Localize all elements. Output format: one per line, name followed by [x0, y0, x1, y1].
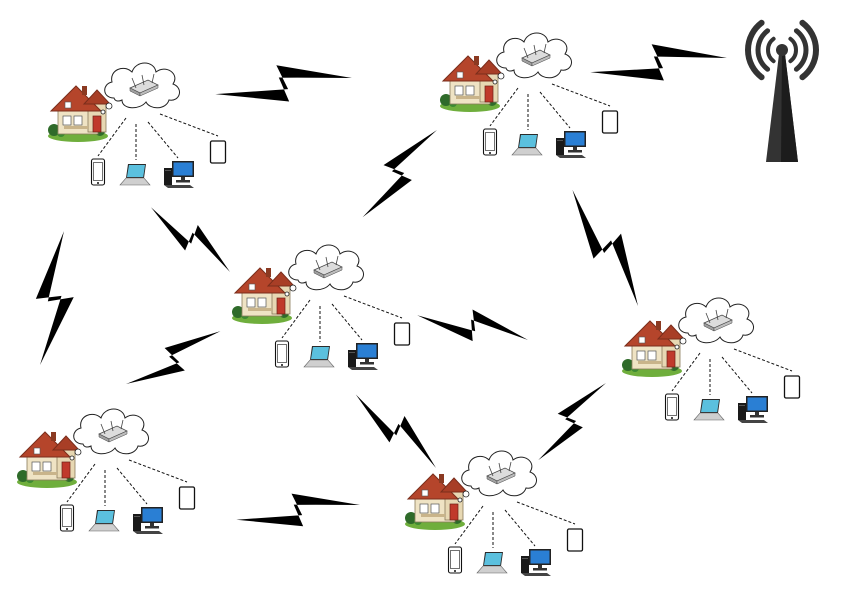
lightning-link-home-3-home-4	[414, 296, 532, 355]
tablet-icon	[566, 528, 584, 552]
home-3-node	[231, 244, 411, 370]
laptop-icon	[511, 133, 543, 156]
house-icon	[621, 320, 685, 378]
laptop-icon	[88, 509, 120, 532]
tablet-icon	[601, 110, 619, 134]
smartphone-icon	[274, 340, 290, 368]
desktop-computer-icon	[164, 161, 194, 188]
smartphone-icon	[59, 504, 75, 532]
desktop-computer-icon	[556, 131, 586, 158]
home-2-node	[439, 32, 619, 158]
router-cloud-icon	[284, 244, 365, 297]
smartphone-icon	[447, 546, 463, 574]
laptop-icon	[476, 551, 508, 574]
router-cloud-icon	[492, 32, 573, 85]
lightning-link-home-3-home-6	[348, 381, 447, 479]
laptop-icon	[119, 163, 151, 186]
smartphone-icon	[664, 393, 680, 421]
desktop-computer-icon	[348, 343, 378, 370]
home-6-node	[404, 450, 584, 576]
lightning-link-home-1-home-3	[144, 194, 240, 283]
lightning-link-home-4-home-6	[525, 373, 616, 468]
lightning-link-home-1-home-5	[22, 228, 87, 369]
network-nodes	[16, 19, 819, 576]
laptop-icon	[693, 398, 725, 421]
router-cloud-icon	[100, 62, 181, 115]
laptop-icon	[303, 345, 335, 368]
home-4-node	[621, 297, 801, 423]
router-cloud-icon	[674, 297, 755, 350]
house-icon	[16, 431, 80, 489]
router-cloud-icon	[457, 450, 538, 503]
desktop-computer-icon	[738, 396, 768, 423]
desktop-computer-icon	[133, 507, 163, 534]
tablet-icon	[178, 486, 196, 510]
smartphone-icon	[482, 128, 498, 156]
cell-tower-icon	[745, 19, 819, 162]
router-cloud-icon	[69, 408, 150, 461]
wireless-links	[22, 38, 729, 533]
desktop-computer-icon	[521, 549, 551, 576]
lightning-link-home-2-home-4	[560, 179, 655, 315]
smartphone-icon	[90, 158, 106, 186]
lightning-link-home-1-home-2	[213, 58, 354, 108]
house-icon	[47, 85, 111, 143]
tablet-icon	[209, 140, 227, 164]
house-icon	[231, 267, 295, 325]
lightning-link-home-3-home-5	[119, 321, 229, 398]
home-1-node	[47, 62, 227, 188]
tablet-icon	[393, 322, 411, 346]
lightning-link-home-2-home-3	[348, 119, 449, 226]
lightning-link-home-2-tower	[588, 38, 729, 86]
house-icon	[439, 55, 503, 113]
house-icon	[404, 473, 468, 531]
lightning-link-home-5-home-6	[234, 487, 362, 533]
home-5-node	[16, 408, 196, 534]
tablet-icon	[783, 375, 801, 399]
